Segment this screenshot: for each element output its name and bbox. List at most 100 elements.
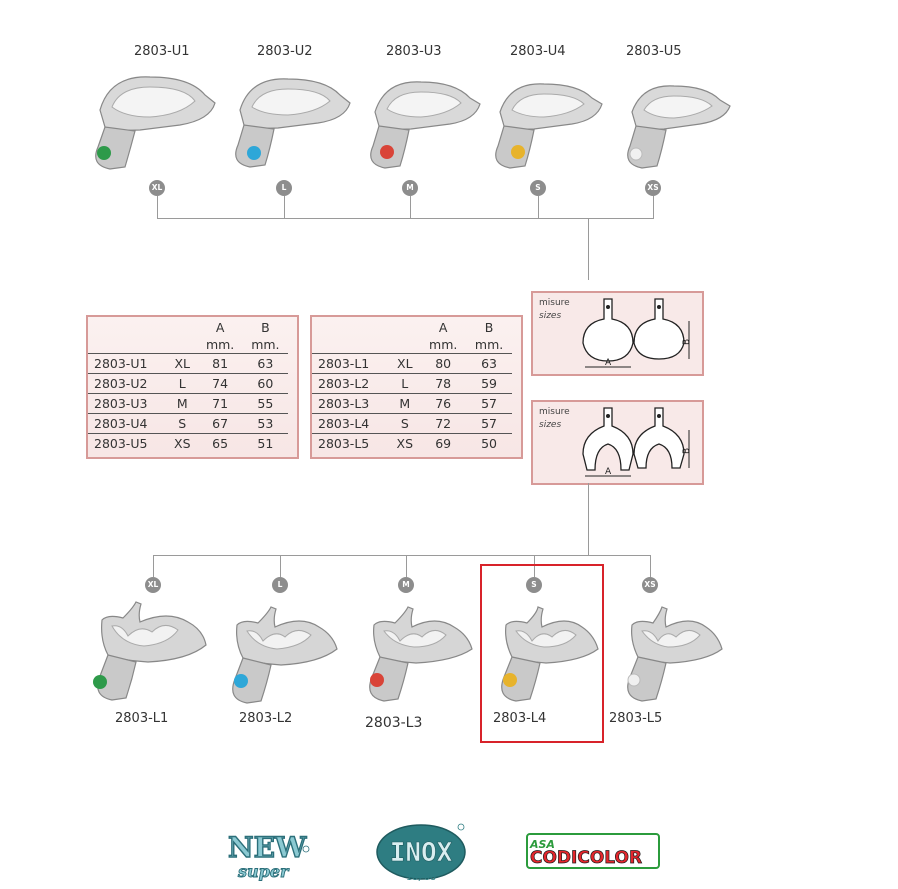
inox-text: INOX [390, 838, 453, 868]
row-b: 55 [242, 393, 288, 414]
row-code: 2803-L1 [312, 353, 390, 374]
row-size: M [167, 393, 198, 414]
size-badge: M [402, 180, 418, 196]
row-code: 2803-L2 [312, 373, 390, 394]
col-b-header: B [261, 320, 270, 335]
dim-a-label: A [605, 358, 612, 368]
row-code: 2803-U5 [88, 433, 167, 453]
sizes-subtitle: sizes [539, 311, 562, 321]
col-a-header: A [438, 320, 448, 335]
row-size: XS [167, 433, 198, 453]
row-b: 53 [242, 413, 288, 434]
new-super-line2: super [237, 862, 290, 881]
row-b: 57 [466, 393, 512, 414]
row-a: 65 [197, 433, 243, 453]
row-code: 2803-L4 [312, 413, 390, 434]
row-a: 80 [420, 353, 467, 374]
table-row: 2803-L3 M 76 57 [312, 393, 512, 414]
size-badge: XL [149, 180, 165, 196]
lower-tray-outline-icon: A B [582, 407, 692, 477]
upper-tray-image[interactable] [355, 68, 485, 172]
table-row: 2803-L5 XS 69 50 [312, 433, 512, 453]
upper-size-table: A B mm. mm. 2803-U1 XL 81 63 2803-U2 L 7… [86, 315, 299, 459]
row-size: M [389, 393, 421, 414]
new-super-line1: NEW [228, 831, 307, 864]
row-size: S [389, 413, 421, 434]
size-badge: XS [645, 180, 661, 196]
col-a-header: A [215, 320, 225, 335]
row-code: 2803-U1 [88, 353, 167, 374]
codicolor-text: CODICOLOR [530, 848, 642, 868]
selected-item-highlight[interactable] [480, 564, 604, 743]
size-badge: S [530, 180, 546, 196]
row-size: S [167, 413, 198, 434]
dim-b-label: B [682, 339, 692, 345]
table-row: 2803-U2 L 74 60 [88, 373, 288, 394]
lower-tray-image[interactable] [608, 605, 728, 703]
table-row: 2803-L4 S 72 57 [312, 413, 512, 434]
row-size: L [389, 373, 421, 394]
lower-code-label: 2803-L4 [493, 711, 547, 726]
row-code: 2803-U4 [88, 413, 167, 434]
row-code: 2803-L3 [312, 393, 390, 414]
col-b-header: B [484, 320, 494, 335]
row-a: 78 [420, 373, 467, 394]
row-code: 2803-U3 [88, 393, 167, 414]
row-size: XL [389, 353, 421, 374]
col-b-unit: mm. [474, 337, 504, 352]
lower-tray-image[interactable] [482, 605, 604, 703]
row-a: 74 [197, 373, 243, 394]
inox-logo: INOX 18/08 [376, 823, 466, 883]
upper-code-label: 2803-U1 [134, 44, 190, 59]
upper-tray-image[interactable] [220, 65, 355, 173]
col-a-unit: mm. [429, 337, 458, 352]
upper-code-label: 2803-U2 [257, 44, 313, 59]
row-b: 57 [466, 413, 512, 434]
upper-code-label: 2803-U4 [510, 44, 566, 59]
lower-tray-image[interactable] [78, 600, 213, 704]
row-a: 76 [420, 393, 467, 414]
upper-tray-image[interactable] [480, 70, 610, 172]
lower-code-label: 2803-L2 [239, 711, 293, 726]
row-size: XL [167, 353, 198, 374]
row-code: 2803-L5 [312, 433, 390, 453]
size-badge: XL [145, 577, 161, 593]
row-a: 72 [420, 413, 467, 434]
row-b: 59 [466, 373, 512, 394]
table-row: 2803-L1 XL 80 63 [312, 353, 512, 374]
inox-sub: 18/08 [406, 872, 436, 883]
codicolor-top: ASA [529, 838, 555, 851]
sizes-subtitle: sizes [539, 420, 562, 430]
sizes-title: misure [539, 407, 570, 417]
row-code: 2803-U2 [88, 373, 167, 394]
upper-tray-image[interactable] [80, 65, 220, 173]
row-a: 67 [197, 413, 243, 434]
lower-code-label: 2803-L3 [365, 715, 423, 731]
table-row: 2803-U3 M 71 55 [88, 393, 288, 414]
size-badge: L [272, 577, 288, 593]
table-row: 2803-U4 S 67 53 [88, 413, 288, 434]
size-badge: XS [642, 577, 658, 593]
lower-tray-image[interactable] [213, 605, 343, 705]
table-row: 2803-L2 L 78 59 [312, 373, 512, 394]
col-b-unit: mm. [251, 337, 280, 352]
table-row: 2803-U5 XS 65 51 [88, 433, 288, 453]
row-b: 50 [466, 433, 512, 453]
upper-tray-outline-icon: A B [582, 298, 692, 368]
upper-code-label: 2803-U3 [386, 44, 442, 59]
table-row: 2803-U1 XL 81 63 [88, 353, 288, 374]
size-badge: S [526, 577, 542, 593]
row-size: XS [389, 433, 421, 453]
lower-sizes-diagram: misure sizes A B [531, 400, 704, 485]
lower-tray-image[interactable] [350, 605, 478, 703]
new-super-logo: NEW super [227, 830, 310, 881]
lower-size-table: A B mm. mm. 2803-L1 XL 80 63 2803-L2 L 7… [310, 315, 523, 459]
size-badge: M [398, 577, 414, 593]
sizes-title: misure [539, 298, 570, 308]
row-b: 63 [242, 353, 288, 374]
upper-code-label: 2803-U5 [626, 44, 682, 59]
row-size: L [167, 373, 198, 394]
codicolor-logo: ASA CODICOLOR [526, 833, 660, 869]
lower-code-label: 2803-L5 [609, 711, 663, 726]
upper-tray-image[interactable] [612, 72, 737, 172]
